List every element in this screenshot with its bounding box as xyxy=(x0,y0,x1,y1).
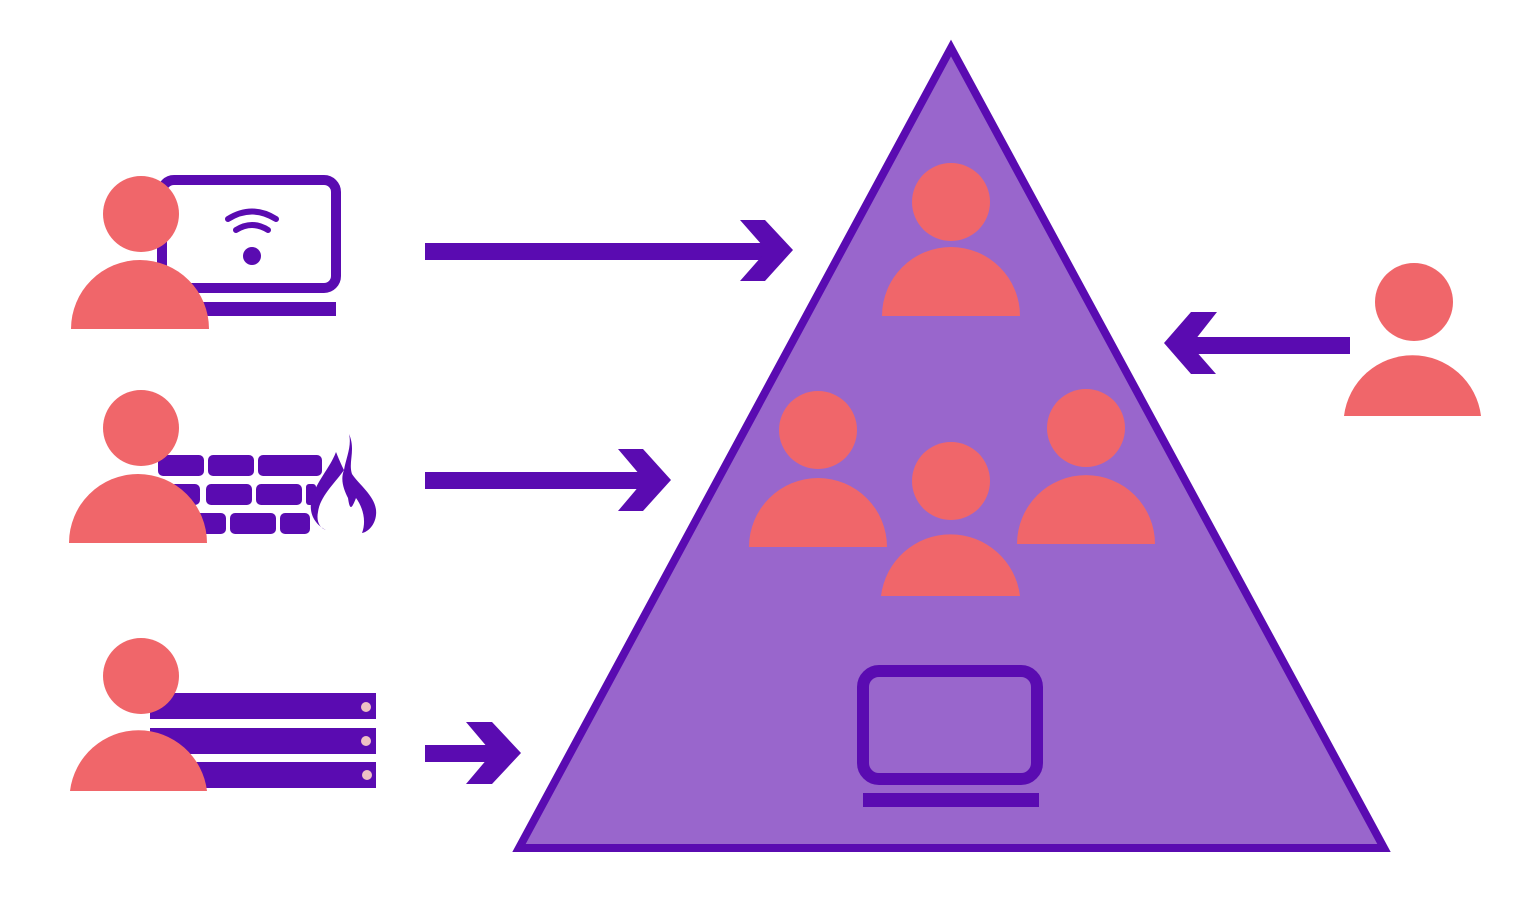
member-person-icon xyxy=(749,391,887,547)
arrow-right-icon xyxy=(425,722,521,784)
firewall-user-node xyxy=(69,390,377,543)
laptop-wifi-icon xyxy=(157,175,341,316)
wifi-icon xyxy=(225,208,279,233)
member-person-icon xyxy=(1017,389,1155,544)
arrow-right-icon xyxy=(425,220,793,281)
external-user-node xyxy=(1344,263,1481,416)
flame-icon xyxy=(310,434,377,533)
laptop-icon xyxy=(857,665,1043,807)
server-led-icon xyxy=(361,736,371,746)
member-person-icon xyxy=(882,163,1020,316)
server-led-icon xyxy=(362,770,372,780)
arrow-right-icon xyxy=(425,449,671,511)
server-led-icon xyxy=(361,702,371,712)
person-icon xyxy=(70,638,207,791)
arrow-left-icon xyxy=(1164,312,1350,374)
remote-user-wifi-node xyxy=(71,175,341,329)
member-person-icon xyxy=(881,442,1020,596)
organization-triangle xyxy=(512,39,1391,852)
person-icon xyxy=(71,176,209,329)
person-icon xyxy=(69,390,207,543)
server-user-node xyxy=(70,638,376,791)
person-icon xyxy=(1344,263,1481,416)
